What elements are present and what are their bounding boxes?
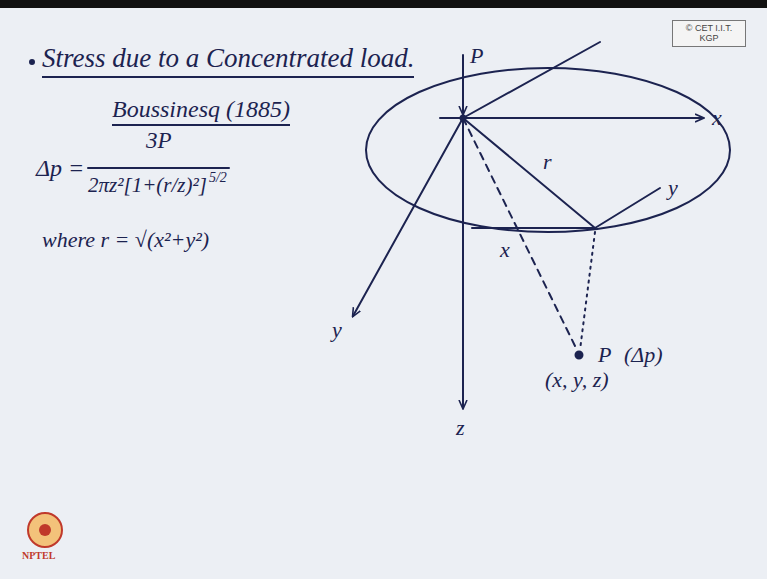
coordinate-label: (x, y, z) — [545, 368, 609, 392]
segment-label: x — [500, 238, 510, 262]
formula-lhs: Δp = — [36, 155, 84, 181]
logo-text: NPTEL — [22, 550, 55, 561]
axis-label: y — [332, 318, 342, 342]
stress-label: (Δp) — [624, 343, 663, 367]
point-label: P — [598, 343, 611, 367]
formula-denominator: 2πz²[1+(r/z)²] — [88, 174, 207, 197]
axis-label: z — [456, 416, 465, 440]
formula-numerator: 3P — [146, 128, 172, 153]
formula-exponent: 5/2 — [209, 170, 227, 185]
segment-label: y — [668, 176, 678, 200]
segment-label: r — [543, 150, 552, 174]
radius-definition: where r = √(x²+y²) — [42, 228, 209, 252]
top-bar — [0, 0, 767, 8]
axis-label: x — [712, 106, 722, 130]
slide-title: Stress due to a Concentrated load. — [42, 44, 414, 78]
badge-text: © CET I.I.T. KGP — [686, 23, 732, 43]
copyright-badge: © CET I.I.T. KGP — [672, 20, 746, 47]
load-label: P — [470, 44, 483, 68]
method-heading: Boussinesq (1885) — [112, 96, 290, 126]
